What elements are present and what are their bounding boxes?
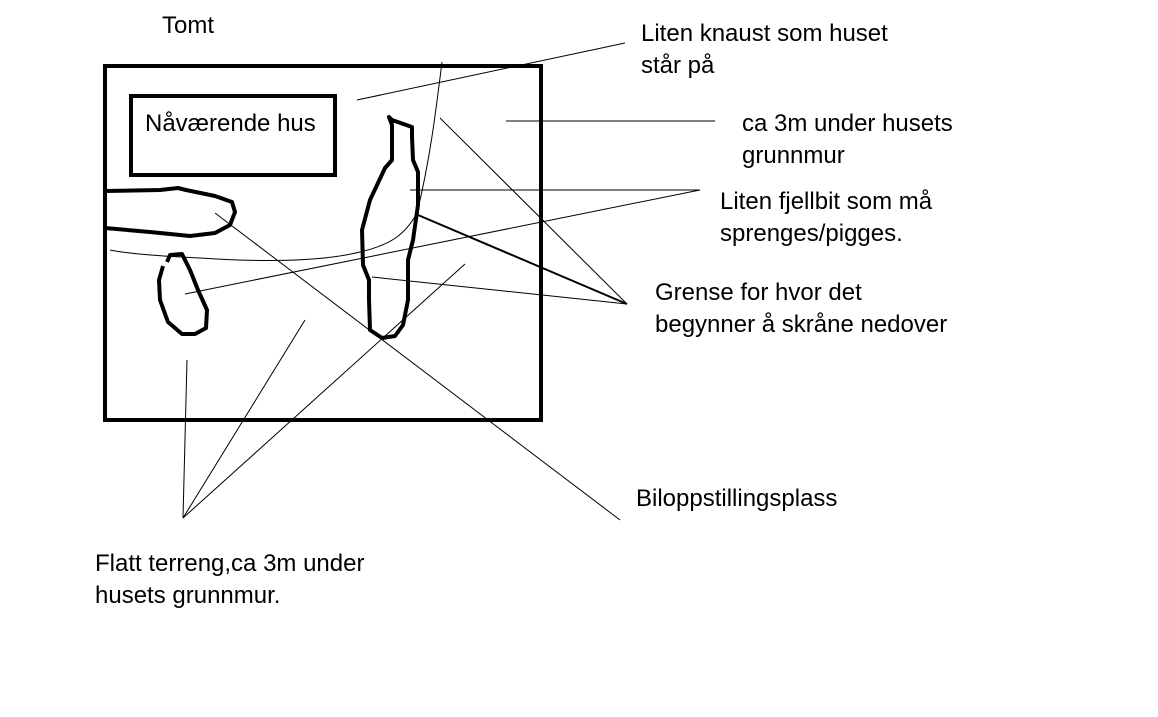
label-under: ca 3m under husets grunnmur <box>742 108 953 172</box>
label-flatt: Flatt terreng,ca 3m under husets grunnmu… <box>95 548 364 612</box>
pointer-flatt-1 <box>182 359 188 519</box>
label-knaust-line2: står på <box>641 52 715 79</box>
pointer-grense-3 <box>371 276 628 305</box>
label-fjellbit-line2: sprenges/pigges. <box>720 220 903 247</box>
rock-piece-outline <box>360 115 420 340</box>
rock-outcrop-left <box>104 186 237 238</box>
pointer-knaust <box>356 42 626 101</box>
label-flatt-line1: Flatt terreng,ca 3m under <box>95 550 365 577</box>
pointer-flatt-3 <box>182 263 466 519</box>
slope-boundary-curve <box>109 61 443 261</box>
label-under-line2: grunnmur <box>742 142 845 169</box>
label-grense-line1: Grense for hvor det <box>655 279 862 306</box>
label-flatt-line2: husets grunnmur. <box>95 582 281 609</box>
label-fjellbit: Liten fjellbit som må sprenges/pigges. <box>720 186 932 250</box>
pointer-grense-2 <box>417 214 628 305</box>
house-label: Nåværende hus <box>145 110 316 137</box>
current-house <box>129 94 337 177</box>
label-grense: Grense for hvor det begynner å skråne ne… <box>655 277 947 341</box>
label-knaust: Liten knaust som huset står på <box>641 18 888 82</box>
label-under-line1: ca 3m under husets <box>742 110 953 137</box>
label-grense-line2: begynner å skråne nedover <box>655 311 948 338</box>
label-bil: Biloppstillingsplass <box>636 485 838 512</box>
pointer-grense-1 <box>439 117 628 305</box>
pointer-bil <box>214 212 621 521</box>
plot-boundary <box>103 64 543 422</box>
small-rock-outcrop <box>157 252 209 336</box>
label-fjellbit-line1: Liten fjellbit som må <box>720 188 933 215</box>
label-knaust-line1: Liten knaust som huset <box>641 20 888 47</box>
plot-title: Tomt <box>162 12 215 39</box>
pointer-flatt-2 <box>182 319 306 519</box>
pointer-fjellbit-2 <box>184 189 701 295</box>
pointer-lines <box>182 42 715 521</box>
